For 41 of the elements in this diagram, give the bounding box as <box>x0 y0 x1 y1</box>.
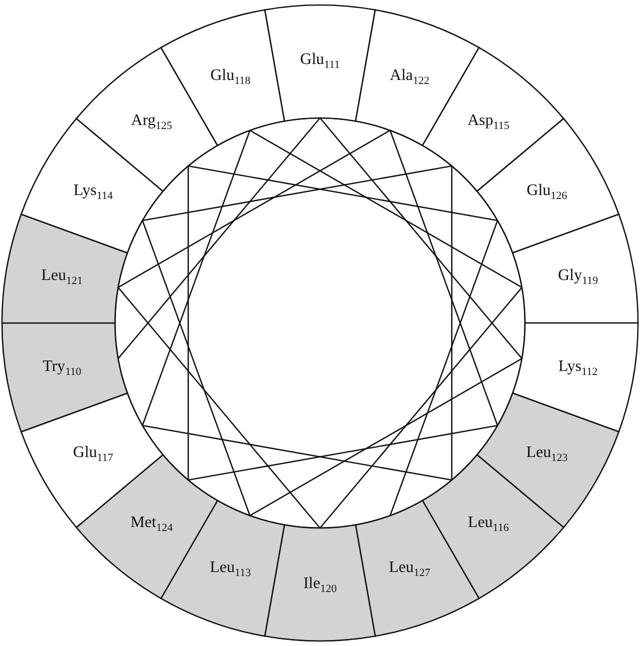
helix-connector-line <box>390 130 498 426</box>
helix-connector-line <box>142 424 452 481</box>
helix-connector-line <box>188 424 498 481</box>
residue-label: Leu$_{123}$ <box>526 444 568 464</box>
helix-connector-line <box>320 286 522 528</box>
residue-label: Gly$_{119}$ <box>558 267 598 288</box>
residue-label: Leu$_{116}$ <box>468 514 509 534</box>
residue-label: Leu$_{113}$ <box>210 559 251 580</box>
residue-label: Leu$_{121}$ <box>41 267 83 288</box>
wheel-segment <box>1 214 128 324</box>
residue-label: Glu$_{117}$ <box>73 444 114 464</box>
wheel-segment <box>264 4 376 122</box>
residue-label: Asp$_{115}$ <box>467 112 510 132</box>
residue-label: Lys$_{112}$ <box>558 358 598 379</box>
residue-label: Lys$_{114}$ <box>73 182 113 202</box>
helix-connector-line <box>390 220 498 516</box>
helix-connector-line <box>451 166 452 480</box>
residue-label: Glu$_{126}$ <box>526 182 568 202</box>
wheel-segment <box>512 322 639 432</box>
helix-connector-line <box>250 358 522 516</box>
wheel-segment <box>512 214 639 324</box>
helix-connector-line <box>142 165 452 222</box>
helix-connector-line <box>250 130 522 288</box>
helix-connector-line <box>118 118 320 360</box>
helix-connector-line <box>142 220 250 516</box>
wheel-segment <box>1 322 128 432</box>
helix-connector-line <box>142 130 250 426</box>
wheel-segment <box>264 524 376 642</box>
helix-connector-line <box>188 166 189 480</box>
residue-label: Arg$_{125}$ <box>131 112 172 132</box>
residue-label: Ile$_{120}$ <box>303 574 337 596</box>
residue-label: Leu$_{127}$ <box>388 559 430 580</box>
residue-label: Met$_{124}$ <box>130 514 173 534</box>
residue-label: Ala$_{122}$ <box>390 66 430 87</box>
helix-connector-line <box>118 286 320 528</box>
helix-connector-line <box>118 130 390 288</box>
residue-label: Try$_{110}$ <box>42 358 82 379</box>
residue-label: Glu$_{118}$ <box>210 66 250 87</box>
helix-connector-line <box>188 165 498 222</box>
helix-connector-line <box>320 118 522 360</box>
residue-label: Glu$_{111}$ <box>300 50 340 72</box>
